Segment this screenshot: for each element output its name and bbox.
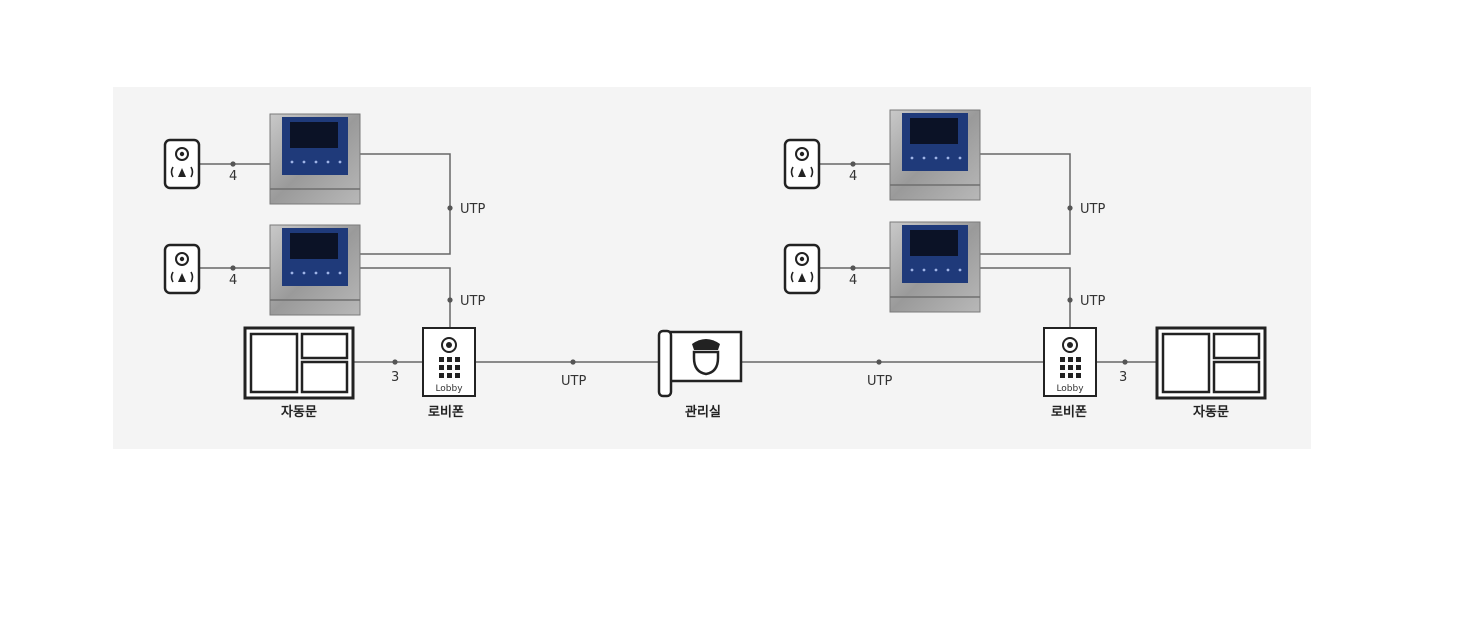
auto-door-icon [1155,326,1267,400]
wire-count-label: 4 [849,169,857,184]
utp-label: UTP [561,374,586,389]
junction-dots [230,161,1128,365]
utp-label: UTP [1080,294,1105,309]
auto-door-caption: 자동문 [1193,405,1229,420]
video-monitor-icon [889,221,981,313]
utp-label: UTP [460,202,485,217]
guard-icon [657,329,743,398]
auto-door-icon [243,326,355,400]
door-camera-icon [783,138,821,190]
door-camera-icon [783,243,821,295]
wire-count-label: 3 [1119,370,1127,385]
utp-label: UTP [1080,202,1105,217]
wire-count-label: 3 [391,370,399,385]
video-monitor-icon [269,224,361,316]
wire-count-label: 4 [849,273,857,288]
management-office-caption: 관리실 [685,404,721,420]
wire-count-label: 4 [229,169,237,184]
wire-count-label: 4 [229,273,237,288]
lobby-text: Lobby [435,384,463,394]
lobby-phone-caption: 로비폰 [428,405,464,420]
video-monitor-icon [889,109,981,201]
video-monitor-icon [269,113,361,205]
lobby-text: Lobby [1056,384,1084,394]
lobby-phone-caption: 로비폰 [1051,405,1087,420]
utp-label: UTP [460,294,485,309]
wires [199,153,1157,363]
door-camera-icon [163,243,201,295]
door-camera-icon [163,138,201,190]
auto-door-caption: 자동문 [281,405,317,420]
utp-label: UTP [867,374,892,389]
